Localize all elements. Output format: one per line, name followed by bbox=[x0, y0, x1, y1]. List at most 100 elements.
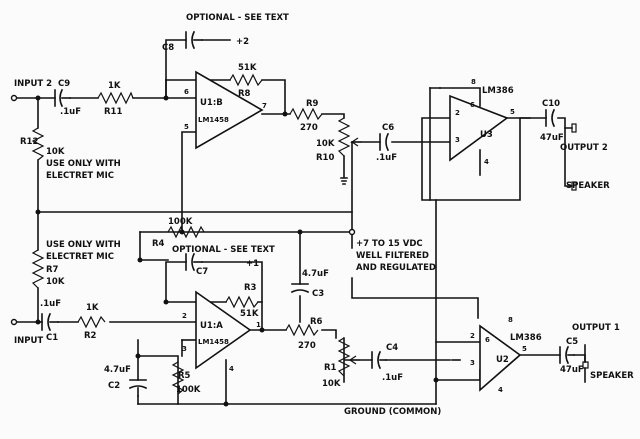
u3-label: U3 bbox=[480, 130, 493, 140]
c9-cap bbox=[54, 88, 64, 108]
c5-designator: C5 bbox=[566, 337, 578, 347]
junction bbox=[35, 95, 41, 101]
junction bbox=[259, 327, 265, 333]
c2-value: 4.7uF bbox=[104, 365, 131, 375]
u3-part: LM386 bbox=[482, 86, 514, 96]
r10-designator: R10 bbox=[316, 153, 334, 163]
c8-cap bbox=[185, 30, 196, 50]
r1-designator: R1 bbox=[324, 363, 337, 373]
r6-value: 270 bbox=[298, 341, 316, 351]
junction bbox=[282, 111, 288, 117]
c8-node: +2 bbox=[236, 37, 249, 47]
speakers bbox=[571, 123, 589, 369]
wires bbox=[13, 39, 586, 405]
r1-pot bbox=[337, 337, 351, 377]
r4-designator: R4 bbox=[152, 239, 165, 249]
input2-terminal bbox=[10, 94, 18, 102]
r5-resistor bbox=[171, 361, 185, 395]
r11-value: 1K bbox=[108, 81, 121, 91]
c6-value: .1uF bbox=[376, 153, 397, 163]
c7-cap bbox=[185, 252, 196, 272]
pin: 6 bbox=[184, 88, 189, 96]
pin: 4 bbox=[484, 158, 489, 166]
pin: 2 bbox=[455, 109, 460, 117]
output2-label: OUTPUT 2 bbox=[560, 143, 608, 153]
pin: 5 bbox=[522, 345, 527, 353]
c9-designator: C9 bbox=[58, 79, 70, 89]
u2-label: U2 bbox=[496, 355, 509, 365]
input-label: INPUT bbox=[14, 336, 43, 346]
r2-value: 1K bbox=[86, 303, 99, 313]
u1a-opamp: U1:A LM1458 2 3 1 4 bbox=[182, 290, 261, 373]
input-terminal bbox=[10, 318, 18, 326]
r11-designator: R11 bbox=[104, 107, 122, 117]
c9-value: .1uF bbox=[60, 107, 81, 117]
r6-designator: R6 bbox=[310, 317, 323, 327]
c5-value: 47uF bbox=[560, 365, 584, 375]
r7-value: 10K bbox=[46, 277, 65, 287]
pin: 6 bbox=[485, 336, 490, 344]
u1a-part: LM1458 bbox=[198, 338, 229, 346]
c5-cap bbox=[559, 345, 570, 365]
supply-note-2: WELL FILTERED bbox=[356, 251, 429, 261]
r5-designator: R5 bbox=[178, 371, 191, 381]
electret-note-bottom-1: USE ONLY WITH bbox=[46, 240, 121, 250]
c10-cap bbox=[545, 108, 556, 128]
u1b-label: U1:B bbox=[200, 98, 223, 108]
r7-resistor bbox=[31, 249, 45, 289]
input2-label: INPUT 2 bbox=[14, 79, 52, 89]
c6-designator: C6 bbox=[382, 123, 394, 133]
electret-note-top-2: ELECTRET MIC bbox=[46, 171, 114, 181]
c1-designator: C1 bbox=[46, 333, 58, 343]
labels: OPTIONAL - SEE TEXT OPTIONAL - SEE TEXT … bbox=[14, 13, 634, 417]
pin: 4 bbox=[229, 365, 234, 373]
r2-resistor bbox=[77, 315, 106, 329]
r9-value: 270 bbox=[300, 123, 318, 133]
r11-resistor bbox=[97, 91, 134, 105]
capacitors bbox=[41, 30, 575, 397]
r4-resistor bbox=[167, 225, 205, 239]
pin: 3 bbox=[455, 136, 460, 144]
junction bbox=[433, 377, 439, 383]
electret-note-top-1: USE ONLY WITH bbox=[46, 159, 121, 169]
c8-designator: C8 bbox=[162, 43, 174, 53]
speaker-bottom bbox=[582, 361, 589, 369]
junction bbox=[35, 319, 41, 325]
junction bbox=[35, 209, 41, 215]
pin: 7 bbox=[262, 102, 267, 110]
pin: 8 bbox=[508, 316, 513, 324]
pin: 8 bbox=[471, 78, 476, 86]
c4-cap bbox=[371, 350, 382, 370]
u1b-part: LM1458 bbox=[198, 116, 229, 124]
c3-cap bbox=[290, 283, 310, 294]
optional-note-top: OPTIONAL - SEE TEXT bbox=[186, 13, 289, 23]
c3-designator: C3 bbox=[312, 289, 324, 299]
pin: 5 bbox=[510, 108, 515, 116]
ground-label: GROUND (COMMON) bbox=[344, 407, 441, 417]
u1b-opamp: U1:B LM1458 6 5 7 bbox=[184, 70, 267, 150]
electret-note-bottom-2: ELECTRET MIC bbox=[46, 252, 114, 262]
r12-value: 10K bbox=[46, 147, 65, 157]
r7-designator: R7 bbox=[46, 265, 59, 275]
r2-designator: R2 bbox=[84, 331, 97, 341]
terminals bbox=[10, 94, 356, 326]
supply-note-3: AND REGULATED bbox=[356, 263, 436, 273]
pin: 4 bbox=[498, 386, 503, 394]
r9-resistor bbox=[289, 107, 323, 121]
junction bbox=[163, 299, 169, 305]
r10-pot bbox=[337, 117, 351, 157]
c4-designator: C4 bbox=[386, 343, 398, 353]
c7-designator: C7 bbox=[196, 267, 208, 277]
junction bbox=[135, 353, 141, 359]
r3-value: 51K bbox=[240, 309, 259, 319]
r9-designator: R9 bbox=[306, 99, 319, 109]
c1-value: .1uF bbox=[40, 299, 61, 309]
u2-amp: U2 LM386 2 3 8 5 4 6 bbox=[470, 316, 542, 394]
supply-note-1: +7 TO 15 VDC bbox=[356, 239, 423, 249]
c7-node: +1 bbox=[246, 259, 259, 269]
junction bbox=[137, 257, 143, 263]
pin: 5 bbox=[184, 123, 189, 131]
output1-label: OUTPUT 1 bbox=[572, 323, 620, 333]
resistors bbox=[31, 73, 362, 395]
